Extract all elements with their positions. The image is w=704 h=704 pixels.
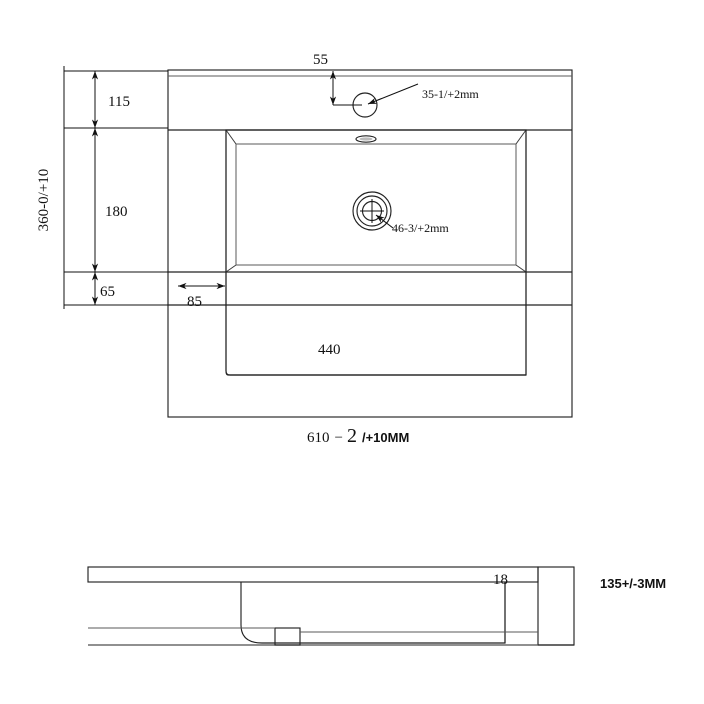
overflow-slot-inner	[359, 137, 373, 141]
dim-65-label: 65	[100, 284, 115, 300]
overall-width-tol-minus: 2	[347, 425, 357, 447]
bowl-skirt-bottom	[225, 370, 526, 376]
section-bowl-left-wall	[240, 582, 437, 644]
top-view-geometry	[167, 69, 573, 418]
drain-leader-line	[375, 214, 394, 229]
section-height-label: 135+/-3MM	[600, 576, 666, 591]
overflow-slot-icon	[355, 135, 377, 143]
dim-115-label: 115	[108, 94, 130, 110]
top-view-dimensions: 115 180 65 360-0/+10 85 440 55 35-1/+2mm…	[36, 52, 479, 447]
bowl-bevel-bottom-left	[225, 264, 237, 273]
overall-width-tol-plus: /+10MM	[362, 430, 409, 445]
dim-85-label: 85	[187, 294, 202, 310]
bowl-bevel-top-left	[225, 129, 237, 145]
bowl-bevel-top-right	[515, 129, 527, 145]
overall-width-label-group: 610 − 2 /+10MM	[307, 425, 409, 447]
section-drain-notch	[274, 627, 301, 646]
section-right-block	[537, 566, 575, 646]
tap-hole-callout-label: 35-1/+2mm	[422, 87, 479, 101]
dim-180-label: 180	[105, 204, 128, 220]
overall-width-value: 610	[307, 430, 330, 446]
bowl-inner-floor-outline	[235, 143, 517, 266]
overall-depth-label: 360-0/+10	[36, 169, 52, 232]
drain-mid-ring-icon	[356, 195, 388, 227]
dim-55-label: 55	[313, 52, 328, 68]
bowl-bevel-bottom-right	[515, 264, 527, 273]
overall-width-label: 610 − 2 /+10MM	[307, 425, 409, 447]
section-bowl-floor-right	[437, 582, 506, 644]
section-thickness-label: 18	[493, 572, 508, 588]
section-view-geometry: 18 135+/-3MM	[87, 566, 666, 646]
tap-hole-leader-line	[367, 83, 419, 105]
drain-callout-label: 46-3/+2mm	[392, 221, 449, 235]
dim-440-label: 440	[318, 342, 341, 358]
section-top-slab	[87, 566, 539, 583]
countertop-outer-outline	[167, 69, 573, 418]
bowl-rim-outline	[225, 129, 527, 376]
drain-outer-ring-icon	[352, 191, 392, 231]
